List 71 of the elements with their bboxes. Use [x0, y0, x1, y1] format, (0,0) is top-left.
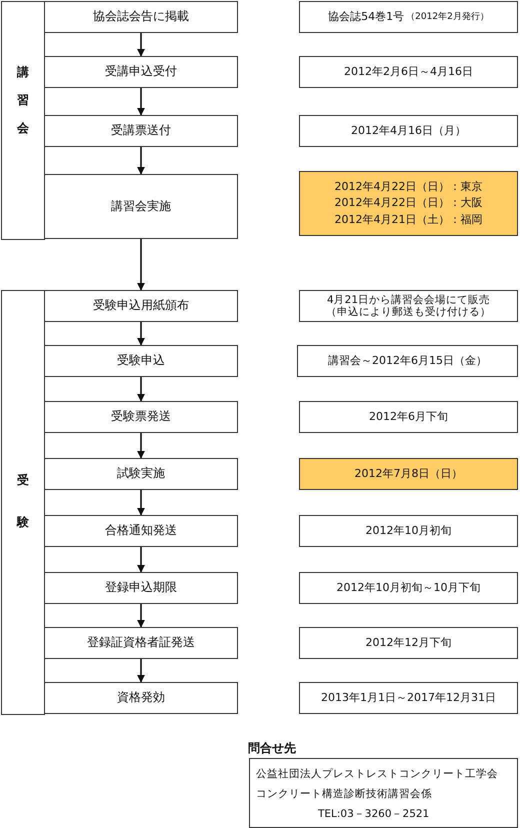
process-box	[44, 572, 238, 604]
arrow	[137, 88, 145, 116]
date-box	[299, 458, 518, 490]
step-label: 講習会実施	[111, 200, 171, 214]
date-text: （申込により郵送も受け付ける）	[326, 306, 491, 318]
process-box	[44, 515, 238, 547]
date-text: 2012年12月下旬	[366, 636, 452, 650]
section-label: 講習会	[17, 64, 29, 137]
contact-text: コンクリート構造診断技術講習会係	[256, 787, 433, 802]
date-box	[299, 572, 518, 604]
date-box	[299, 171, 518, 236]
arrow	[137, 33, 145, 57]
date-box	[299, 290, 518, 322]
step-label: 合格通知発送	[105, 524, 177, 538]
date-box	[297, 345, 518, 377]
date-box	[299, 115, 518, 147]
date-text: 2012年2月6日～4月16日	[344, 66, 473, 78]
process-box	[44, 115, 238, 147]
date-box	[299, 56, 518, 88]
contact-text: 公益社団法人プレストレストコンクリート工学会	[256, 767, 499, 782]
date-text: 2012年4月22日（日）：大阪	[334, 197, 482, 210]
process-box	[44, 174, 238, 239]
arrow	[137, 659, 145, 683]
date-box	[299, 682, 518, 714]
process-box	[44, 627, 238, 659]
date-text: 講習会～2012年6月15日（金）	[328, 354, 487, 368]
date-text: 2012年4月21日（土）：福岡	[334, 214, 482, 226]
arrow	[137, 322, 145, 346]
section-box	[1, 290, 45, 715]
arrow	[137, 547, 145, 573]
arrow	[137, 377, 145, 402]
arrow	[137, 239, 145, 291]
section-box	[1, 1, 45, 240]
contact-text: TEL:03－3260－2521	[317, 807, 430, 822]
step-label: 受講申込受付	[105, 65, 177, 79]
date-box	[299, 401, 518, 433]
date-box	[299, 627, 518, 659]
step-label: 受講票送付	[111, 124, 171, 138]
step-label: 資格発効	[117, 691, 165, 705]
date-box	[299, 1, 518, 33]
process-box	[44, 682, 238, 714]
arrow	[137, 433, 145, 459]
date-text: 2012年4月16日（月）	[351, 124, 466, 138]
step-label: 受験申込用紙頒布	[93, 299, 189, 313]
date-text: 4月21日から講習会会場にて販売	[326, 294, 490, 306]
date-text: 2012年4月22日（日）：東京	[334, 180, 482, 194]
date-text: 2012年10月初旬	[366, 524, 452, 538]
arrow	[137, 604, 145, 628]
process-box	[44, 56, 238, 88]
process-box	[44, 401, 238, 433]
process-box	[44, 458, 238, 490]
arrow	[137, 147, 145, 175]
step-label: 登録申込期限	[105, 581, 177, 595]
date-text: 2012年10月初旬～10月下旬	[336, 582, 480, 594]
date-text: 2013年1月1日～2017年12月31日	[321, 692, 496, 704]
step-label: 協会誌会告に掲載	[93, 10, 189, 24]
step-label: 登録証資格者証発送	[87, 636, 195, 650]
step-label: 受験申込	[117, 354, 165, 368]
process-box	[44, 290, 238, 322]
step-label: 受験票発送	[111, 410, 171, 424]
contact-heading: 問合せ先	[248, 740, 296, 757]
date-text: 2012年6月下旬	[369, 410, 448, 424]
date-text: 協会誌54巻1号	[328, 10, 404, 24]
date-text: 2012年7月8日（日）	[354, 468, 462, 480]
step-label: 試験実施	[117, 467, 165, 481]
arrow	[137, 490, 145, 516]
date-box	[299, 515, 518, 547]
date-text: （2012年2月発行）	[406, 12, 489, 22]
process-box	[44, 345, 238, 377]
section-label: 受験	[17, 472, 29, 531]
process-box	[44, 1, 238, 33]
